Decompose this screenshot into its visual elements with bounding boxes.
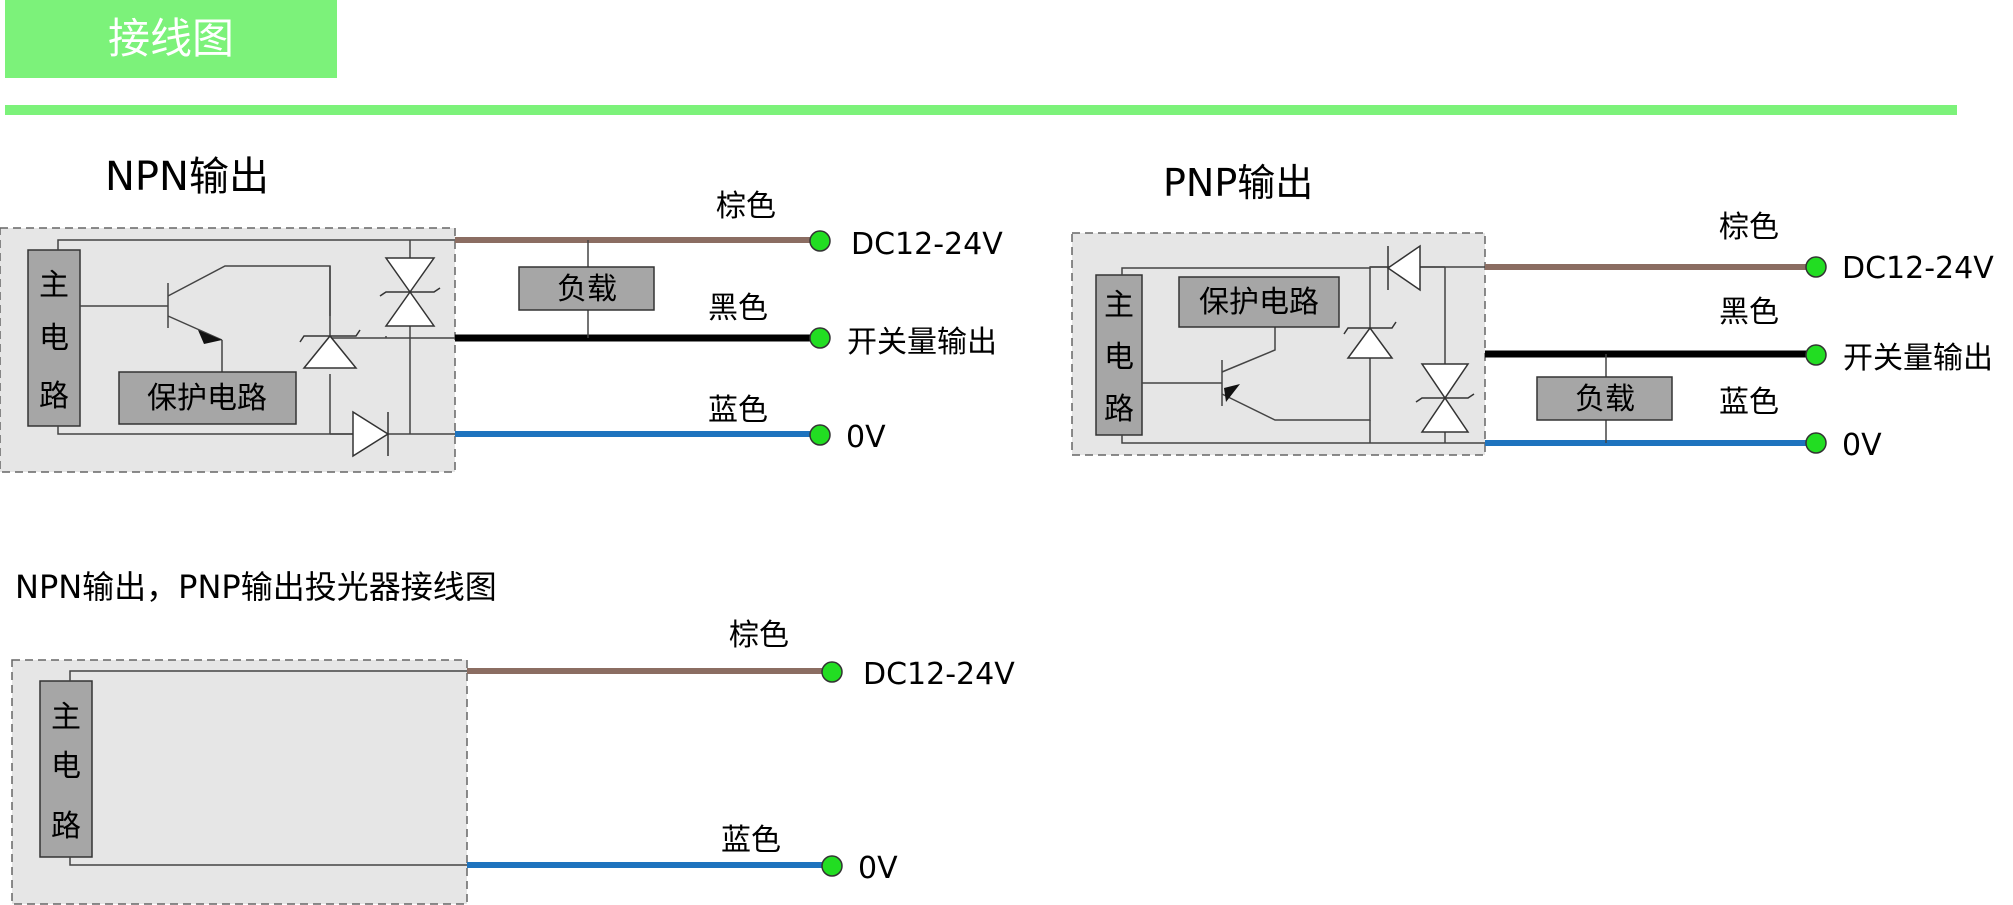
emitter-terminal-0v bbox=[821, 855, 843, 877]
pnp-terminal-out bbox=[1805, 344, 1827, 366]
npn-main-char-1: 主 bbox=[39, 268, 69, 303]
emitter-terminal-label-vcc: DC12-24V bbox=[863, 657, 1015, 692]
npn-terminal-0v bbox=[809, 424, 831, 446]
npn-terminal-out bbox=[809, 327, 831, 349]
emitter-main-char-2: 电 bbox=[51, 749, 81, 784]
emitter-diagram: NPN输出，PNP输出投光器接线图 主 电 路 棕色 蓝色 DC12-24V 0… bbox=[11, 568, 1015, 905]
npn-load bbox=[518, 266, 655, 311]
pnp-diagram: PNP输出 主 电 路 bbox=[1071, 161, 1994, 463]
pnp-series-diode bbox=[1386, 244, 1421, 292]
pnp-terminal-label-0v: 0V bbox=[1842, 428, 1882, 463]
emitter-internal-wiring bbox=[69, 670, 467, 866]
npn-protect-label: 保护电路 bbox=[147, 381, 267, 416]
pnp-tvs-diode bbox=[1415, 363, 1475, 433]
header-divider bbox=[5, 105, 1957, 115]
npn-main-char-2: 电 bbox=[39, 321, 69, 356]
npn-wire-color-brown: 棕色 bbox=[716, 189, 776, 224]
emitter-main-char-1: 主 bbox=[51, 700, 81, 735]
pnp-wire-color-black: 黑色 bbox=[1719, 295, 1779, 330]
pnp-zener-diode bbox=[1343, 321, 1397, 359]
pnp-transistor-arrow bbox=[1224, 384, 1240, 402]
npn-main-char-3: 路 bbox=[39, 379, 69, 414]
pnp-main-circuit bbox=[1095, 274, 1143, 436]
npn-load-label: 负载 bbox=[557, 272, 617, 307]
emitter-main-circuit bbox=[39, 680, 93, 858]
pnp-protect-label: 保护电路 bbox=[1199, 285, 1319, 320]
npn-terminal-label-out: 开关量输出 bbox=[847, 325, 997, 360]
pnp-terminal-vcc bbox=[1805, 256, 1827, 278]
emitter-terminal-vcc bbox=[821, 661, 843, 683]
emitter-wire-color-blue: 蓝色 bbox=[721, 823, 781, 858]
pnp-terminal-label-out: 开关量输出 bbox=[1843, 341, 1993, 376]
npn-title: NPN输出 bbox=[105, 154, 269, 200]
npn-terminal-vcc bbox=[809, 230, 831, 252]
pnp-main-char-3: 路 bbox=[1104, 392, 1134, 427]
emitter-title: NPN输出，PNP输出投光器接线图 bbox=[15, 568, 497, 606]
emitter-wire-color-brown: 棕色 bbox=[729, 618, 789, 653]
npn-wire-color-blue: 蓝色 bbox=[708, 393, 768, 428]
npn-internal-wiring bbox=[57, 239, 455, 435]
npn-protect-circuit bbox=[118, 371, 297, 425]
pnp-wire-color-brown: 棕色 bbox=[1719, 210, 1779, 245]
npn-zener-diode bbox=[299, 329, 361, 369]
header-banner bbox=[5, 0, 337, 78]
npn-wire-color-black: 黑色 bbox=[708, 291, 768, 326]
npn-terminal-label-0v: 0V bbox=[846, 420, 886, 455]
npn-main-circuit bbox=[27, 249, 81, 427]
npn-tvs-diode bbox=[379, 257, 441, 327]
pnp-load bbox=[1536, 376, 1673, 421]
pnp-main-char-2: 电 bbox=[1104, 340, 1134, 375]
pnp-terminal-0v bbox=[1805, 432, 1827, 454]
pnp-load-label: 负载 bbox=[1575, 382, 1635, 417]
emitter-main-char-3: 路 bbox=[51, 809, 81, 844]
npn-diagram: NPN输出 主 电 路 bbox=[0, 154, 1003, 473]
npn-series-diode bbox=[352, 410, 390, 458]
pnp-main-char-1: 主 bbox=[1104, 288, 1134, 323]
emitter-terminal-label-0v: 0V bbox=[858, 851, 898, 886]
pnp-terminal-label-vcc: DC12-24V bbox=[1842, 251, 1994, 286]
header-title: 接线图 bbox=[108, 14, 234, 63]
npn-transistor-arrow bbox=[198, 330, 222, 344]
pnp-protect-circuit bbox=[1178, 276, 1340, 328]
pnp-wire-color-blue: 蓝色 bbox=[1719, 385, 1779, 420]
pnp-title: PNP输出 bbox=[1163, 161, 1313, 205]
npn-terminal-label-vcc: DC12-24V bbox=[851, 227, 1003, 262]
